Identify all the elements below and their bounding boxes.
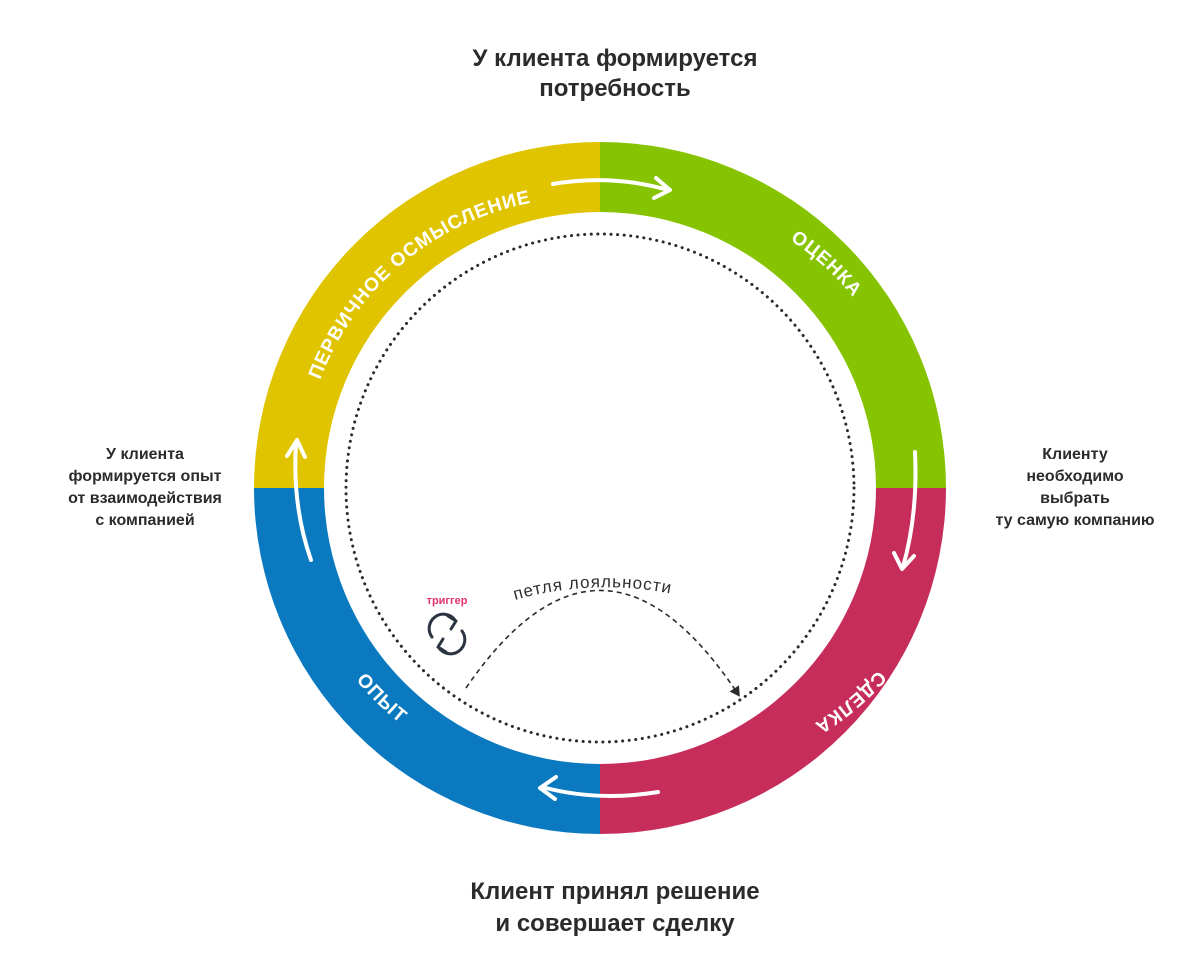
segment-primary-understanding	[254, 142, 600, 488]
loyalty-loop-label: петля лояльности	[511, 572, 674, 604]
flow-arrow-icon	[285, 438, 313, 562]
loyalty-loop-arc	[465, 589, 740, 697]
trigger-label: триггер	[427, 595, 468, 607]
inner-dotted-circle	[344, 232, 856, 744]
segment-evaluation	[600, 142, 946, 488]
caption-need: У клиента формируется потребность	[472, 45, 758, 102]
flow-arrow-icon	[538, 775, 660, 801]
caption-experience: У клиента формируется опыт от взаимодейс…	[68, 446, 222, 529]
caption-choose-company: Клиенту необходимо выбрать ту самую комп…	[995, 446, 1155, 529]
caption-deal-decision: Клиент принял решение и совершает сделку	[470, 878, 760, 937]
segment-deal	[600, 488, 946, 834]
refresh-cycle-icon	[427, 612, 467, 656]
segment-experience	[254, 488, 600, 834]
flow-arrow-icon	[892, 450, 918, 571]
flow-arrow-icon	[551, 176, 672, 200]
